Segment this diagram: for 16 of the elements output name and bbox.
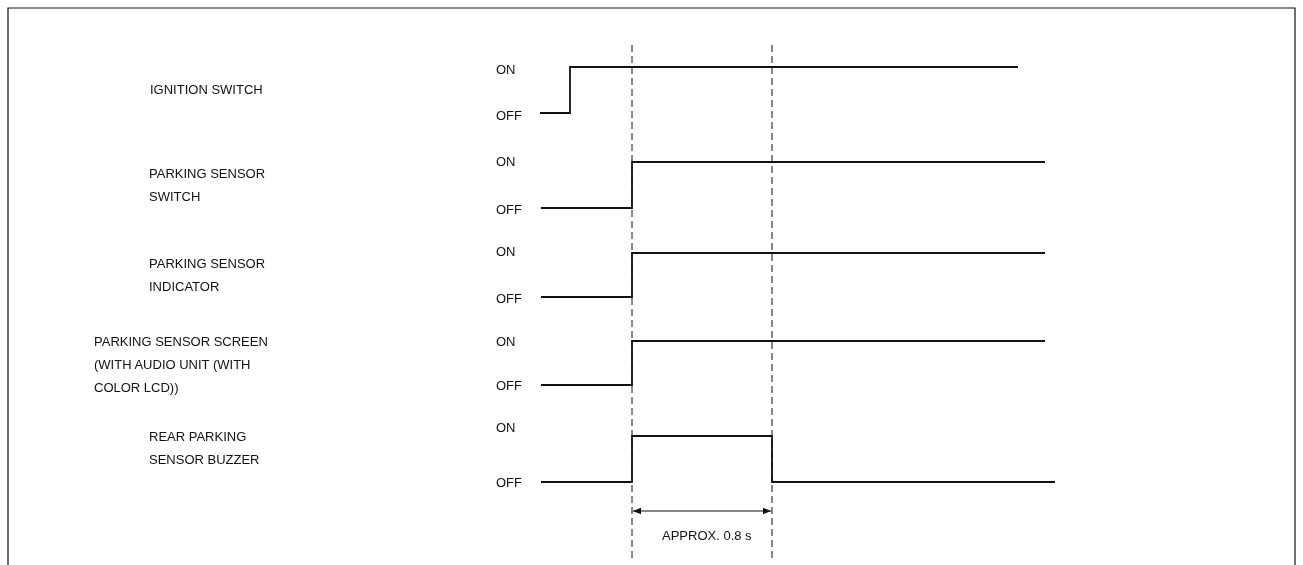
state-label: ON (496, 419, 516, 437)
state-label: ON (496, 333, 516, 351)
dimension-label: APPROX. 0.8 s (662, 527, 752, 545)
signal-name: PARKING SENSOR SWITCH (149, 165, 267, 206)
state-label: OFF (496, 377, 522, 395)
state-label: OFF (496, 474, 522, 492)
signal-name: PARKING SENSOR SCREEN (WITH AUDIO UNIT (WITH COLOR LCD)) (94, 333, 269, 397)
state-label: ON (496, 61, 516, 79)
signal-name: PARKING SENSOR INDICATOR (149, 255, 267, 296)
state-label: OFF (496, 201, 522, 219)
state-label: OFF (496, 107, 522, 125)
state-label: ON (496, 243, 516, 261)
signal-name: REAR PARKING SENSOR BUZZER (149, 428, 261, 469)
state-label: OFF (496, 290, 522, 308)
signal-name: IGNITION SWITCH (150, 81, 263, 99)
state-label: ON (496, 153, 516, 171)
